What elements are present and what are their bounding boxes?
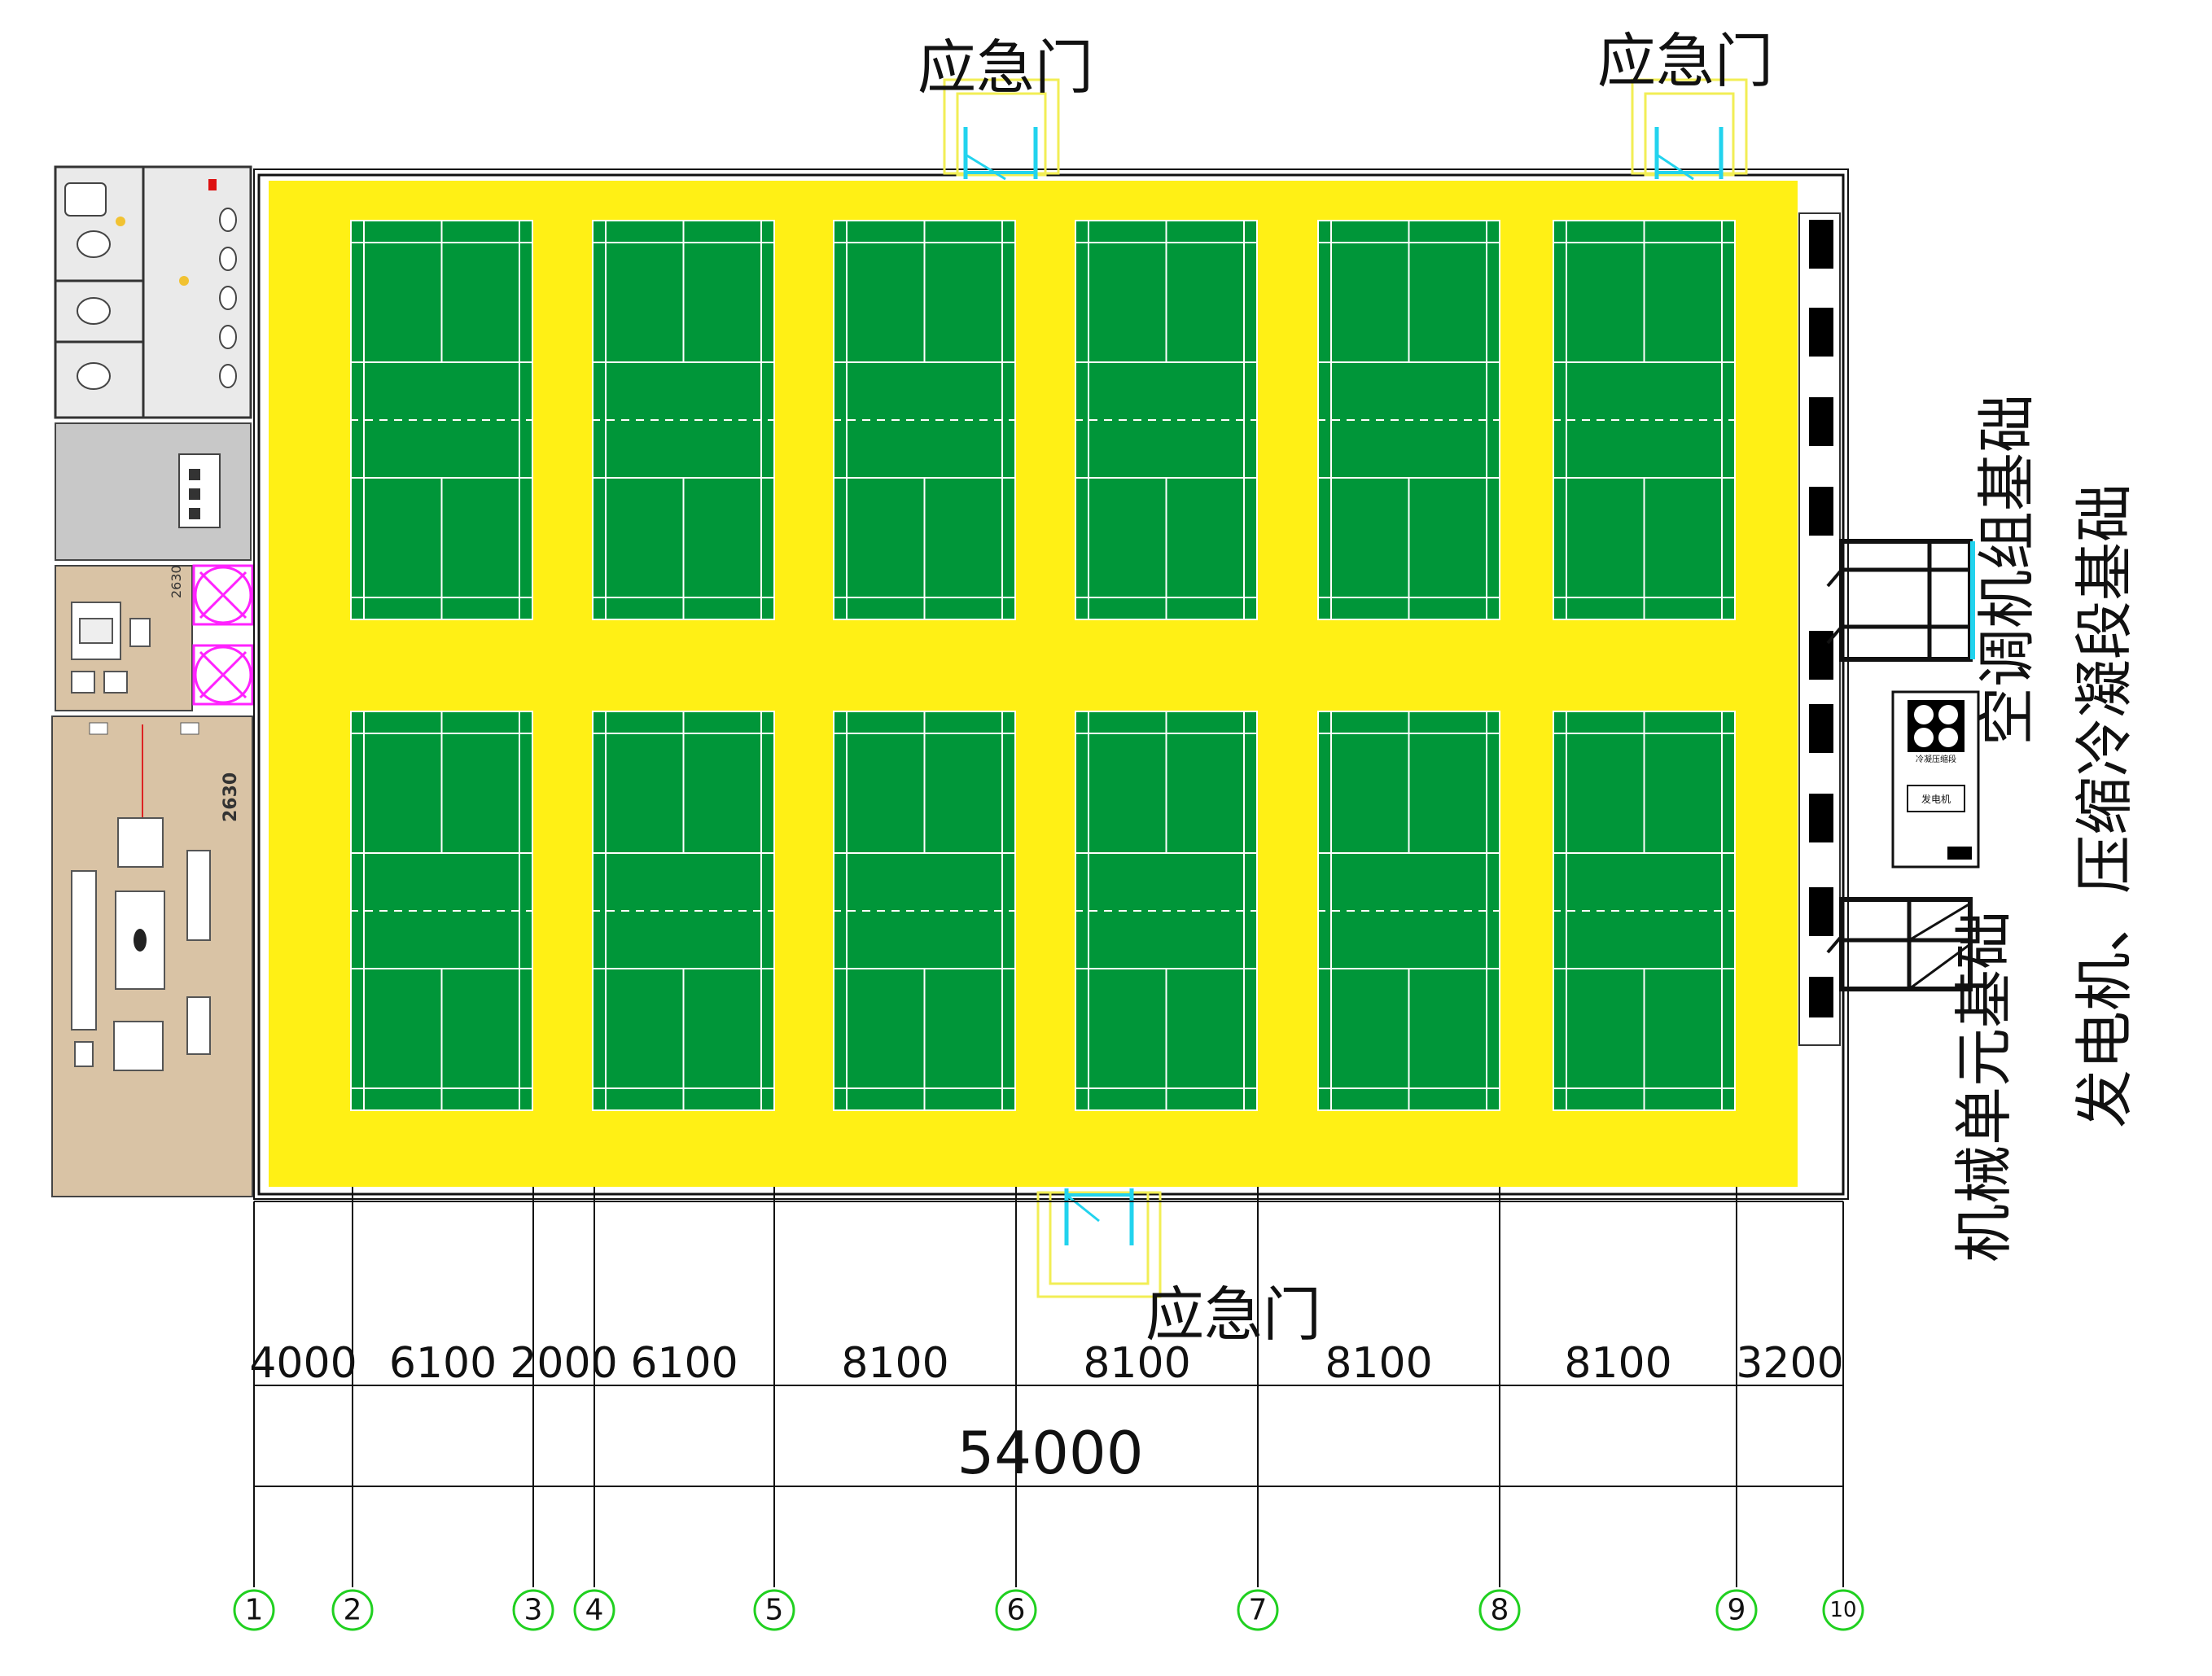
axis-marker-5: 5	[753, 1589, 795, 1631]
court-10	[1075, 711, 1258, 1111]
dimension-segment-7: 8100	[1325, 1339, 1432, 1388]
court-6	[1553, 220, 1736, 620]
generator-compressor-foundation: 冷凝压缩段 发电机 发电机、压缩冷凝段基础	[1891, 484, 2139, 1128]
dimension-lines	[254, 1201, 1843, 1487]
axis-lines	[253, 1187, 1844, 1587]
equipment-compressor-label: 冷凝压缩段	[1916, 754, 1956, 764]
court-8	[592, 711, 775, 1111]
svg-text:9: 9	[1728, 1594, 1746, 1627]
dimension-segment-5: 8100	[841, 1339, 948, 1388]
generator-foundation-label: 发电机、压缩冷凝段基础	[2070, 484, 2139, 1128]
emergency-door-bottom: 应急门	[1036, 1188, 1321, 1349]
emergency-door-bottom-label: 应急门	[1145, 1280, 1321, 1349]
svg-text:6: 6	[1007, 1594, 1026, 1627]
badminton-courts	[350, 220, 1736, 1111]
court-9	[833, 711, 1016, 1111]
axis-marker-3: 3	[512, 1589, 554, 1631]
service-room	[55, 422, 252, 561]
svg-text:4: 4	[585, 1594, 604, 1627]
svg-text:10: 10	[1829, 1598, 1856, 1622]
court-2	[592, 220, 775, 620]
court-12	[1553, 711, 1736, 1111]
court-3	[833, 220, 1016, 620]
emergency-door-top-left-label: 应急门	[918, 33, 1093, 102]
reception-lounge: 2630	[55, 565, 193, 711]
court-7	[350, 711, 533, 1111]
axis-marker-10: 10	[1822, 1589, 1864, 1631]
svg-text:5: 5	[765, 1594, 784, 1627]
axis-marker-4: 4	[573, 1589, 615, 1631]
wall-columns	[1798, 212, 1841, 1046]
pivot-door-lower	[192, 644, 254, 706]
axis-marker-9: 9	[1715, 1589, 1758, 1631]
hvac-foundation-label: 空调机组基础	[1973, 394, 2041, 746]
mechanical-unit-foundation: 机械单元基础	[1826, 897, 2018, 1262]
total-length-label: 54000	[957, 1419, 1143, 1487]
mechanical-unit-foundation-label: 机械单元基础	[1950, 911, 2018, 1262]
svg-text:3: 3	[524, 1594, 543, 1627]
hvac-unit-foundation: 空调机组基础	[1826, 394, 2041, 746]
svg-text:7: 7	[1249, 1594, 1268, 1627]
dimension-segment-6: 8100	[1083, 1339, 1190, 1388]
axis-markers: 1 2 3 4 5 6 7 8 9 10	[233, 1589, 1864, 1631]
dimension-segment-9: 3200	[1736, 1339, 1843, 1388]
court-11	[1317, 711, 1500, 1111]
emergency-door-top-left: 应急门	[918, 33, 1093, 181]
dimension-segments: 4000 6100 2000 6100 8100 8100 8100 8100 3200	[249, 1339, 1843, 1388]
axis-marker-6: 6	[995, 1589, 1037, 1631]
svg-text:1: 1	[245, 1594, 264, 1627]
dimension-segment-1: 4000	[249, 1339, 357, 1388]
pivot-door-upper	[192, 564, 254, 626]
axis-marker-2: 2	[331, 1589, 374, 1631]
axis-marker-1: 1	[233, 1589, 275, 1631]
dimension-segment-4: 6100	[630, 1339, 738, 1388]
court-5	[1317, 220, 1500, 620]
dimension-segment-3: 2000	[510, 1339, 617, 1388]
axis-marker-8: 8	[1478, 1589, 1521, 1631]
lounge-area: 2630	[51, 715, 253, 1197]
lounge-width-small-label: 2630	[169, 565, 184, 598]
dimension-segment-8: 8100	[1564, 1339, 1671, 1388]
equipment-generator-label: 发电机	[1921, 793, 1951, 805]
court-4	[1075, 220, 1258, 620]
emergency-door-top-right: 应急门	[1597, 27, 1773, 181]
court-1	[350, 220, 533, 620]
dimension-segment-2: 6100	[389, 1339, 497, 1388]
svg-text:8: 8	[1491, 1594, 1509, 1627]
restroom-block	[54, 165, 252, 419]
emergency-door-top-right-label: 应急门	[1597, 27, 1773, 95]
svg-text:2: 2	[344, 1594, 362, 1627]
lounge-width-label: 2630	[221, 772, 241, 822]
axis-marker-7: 7	[1237, 1589, 1279, 1631]
